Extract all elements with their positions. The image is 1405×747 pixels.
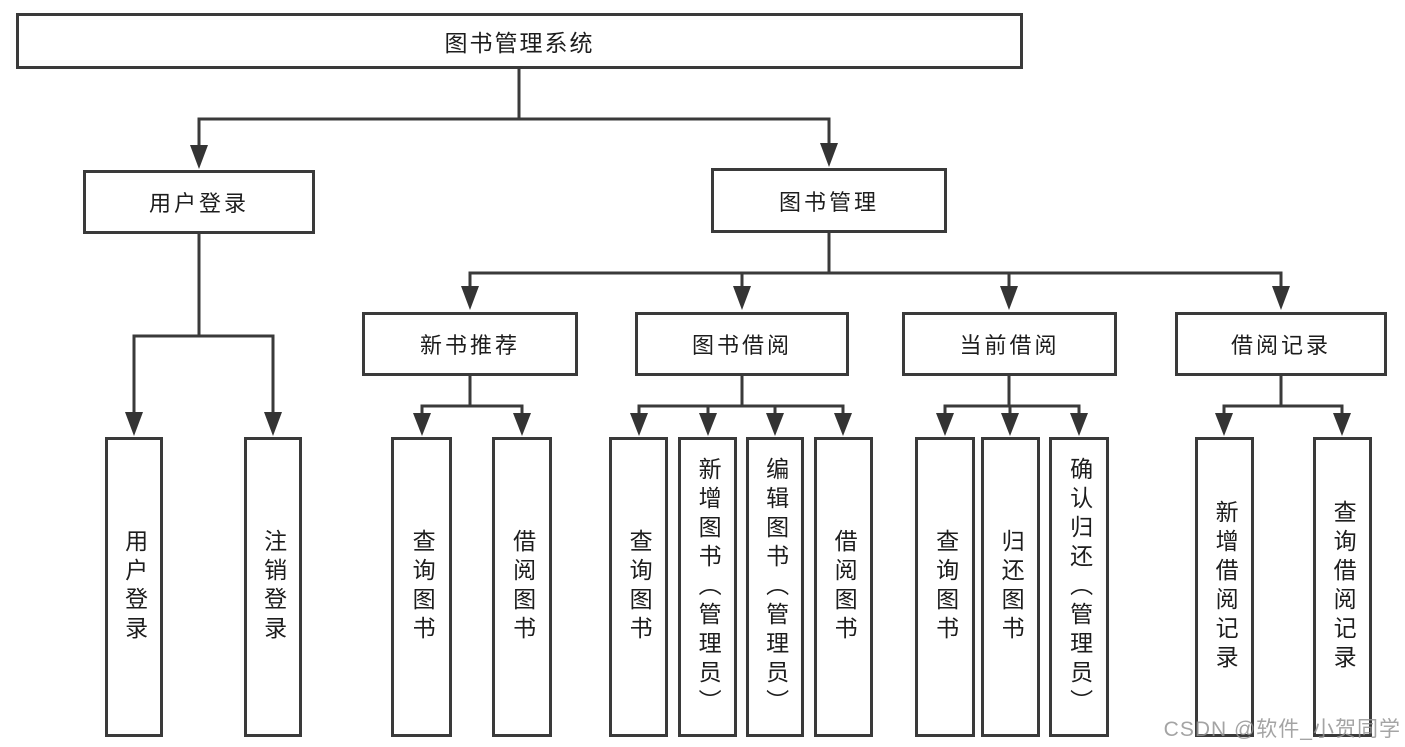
node-user-login: 用户登录	[83, 170, 315, 234]
leaf-query-books-current: 查询图书	[915, 437, 975, 737]
node-current-borrow: 当前借阅	[902, 312, 1117, 376]
leaf-edit-books-admin: 编辑图书（管理员）	[746, 437, 804, 737]
leaf-return-books: 归还图书	[981, 437, 1040, 737]
leaf-add-borrow-record: 新增借阅记录	[1195, 437, 1254, 737]
leaf-borrow-books-recommend: 借阅图书	[492, 437, 552, 737]
leaf-logout: 注销登录	[244, 437, 302, 737]
leaf-confirm-return-admin: 确认归还（管理员）	[1049, 437, 1109, 737]
leaf-query-borrow-record: 查询借阅记录	[1313, 437, 1372, 737]
node-book-management: 图书管理	[711, 168, 947, 233]
csdn-watermark: CSDN @软件_小贺同学	[1163, 718, 1401, 741]
node-book-borrow: 图书借阅	[635, 312, 849, 376]
leaf-query-books-recommend: 查询图书	[391, 437, 452, 737]
leaf-borrow-books: 借阅图书	[814, 437, 873, 737]
node-borrow-records: 借阅记录	[1175, 312, 1387, 376]
node-library-management-system: 图书管理系统	[16, 13, 1023, 69]
node-new-book-recommend: 新书推荐	[362, 312, 578, 376]
leaf-add-books-admin: 新增图书（管理员）	[678, 437, 737, 737]
leaf-user-login: 用户登录	[105, 437, 163, 737]
leaf-query-books-borrow: 查询图书	[609, 437, 668, 737]
